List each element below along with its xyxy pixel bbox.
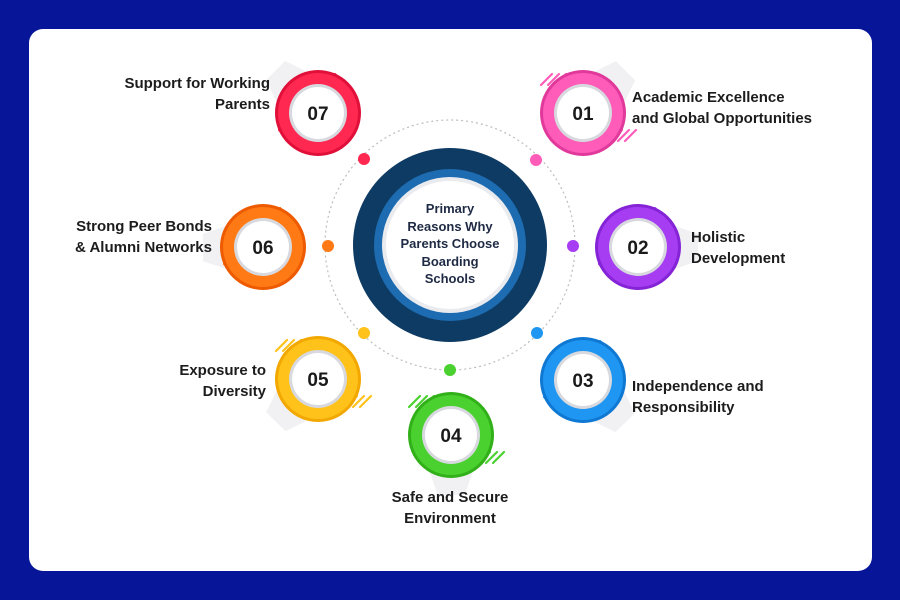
stripe-accent [546, 72, 561, 87]
stripe-accent [358, 394, 373, 409]
reason-node-03: 03 [540, 337, 626, 423]
reason-node-06: 06 [220, 204, 306, 290]
label-07: Support for Working Parents [124, 75, 270, 113]
label-02: Holistic Development [691, 229, 786, 267]
node-face [612, 221, 664, 273]
reason-node-07: 07 [275, 70, 361, 156]
connector-dot-04 [444, 364, 456, 376]
node-face [557, 87, 609, 139]
reason-node-01: 01 [539, 70, 638, 156]
node-face [557, 354, 609, 406]
node-number-04: 04 [440, 426, 462, 447]
node-number-02: 02 [627, 238, 648, 259]
label-03: Independence and Responsibility [632, 378, 764, 416]
label-04: Safe and Secure Environment [391, 489, 509, 527]
connector-dot-03 [531, 327, 543, 339]
reason-node-04: 04 [407, 392, 506, 478]
stripe-accent [351, 394, 366, 409]
label-06: Strong Peer Bonds & Alumni Networks [75, 218, 212, 256]
node-number-05: 05 [307, 370, 329, 391]
reason-node-02: 02 [595, 204, 681, 290]
label-05: Exposure to Diversity [179, 362, 266, 400]
stripe-accent [484, 450, 499, 465]
stripe-accent [281, 338, 296, 353]
connector-dot-06 [322, 240, 334, 252]
connector-dot-02 [567, 240, 579, 252]
center-title: Primary Reasons Why Parents Choose Board… [400, 201, 500, 286]
node-face [292, 353, 344, 405]
stripe-accent [414, 394, 429, 409]
node-number-06: 06 [252, 238, 273, 259]
node-number-01: 01 [572, 104, 594, 125]
connector-dot-07 [358, 153, 370, 165]
node-face [237, 221, 289, 273]
node-number-03: 03 [572, 371, 593, 392]
node-number-07: 07 [307, 104, 328, 125]
node-face [425, 409, 477, 461]
stripe-accent [623, 128, 638, 143]
reason-node-05: 05 [274, 336, 373, 422]
hub-face [386, 181, 514, 309]
stripe-accent [407, 394, 422, 409]
stripe-accent [616, 128, 631, 143]
stripe-accent [274, 338, 289, 353]
connector-dot-05 [358, 327, 370, 339]
connector-dot-01 [530, 154, 542, 166]
node-face [292, 87, 344, 139]
label-01: Academic Excellence and Global Opportuni… [632, 89, 812, 127]
stripe-accent [539, 72, 554, 87]
stripe-accent [491, 450, 506, 465]
